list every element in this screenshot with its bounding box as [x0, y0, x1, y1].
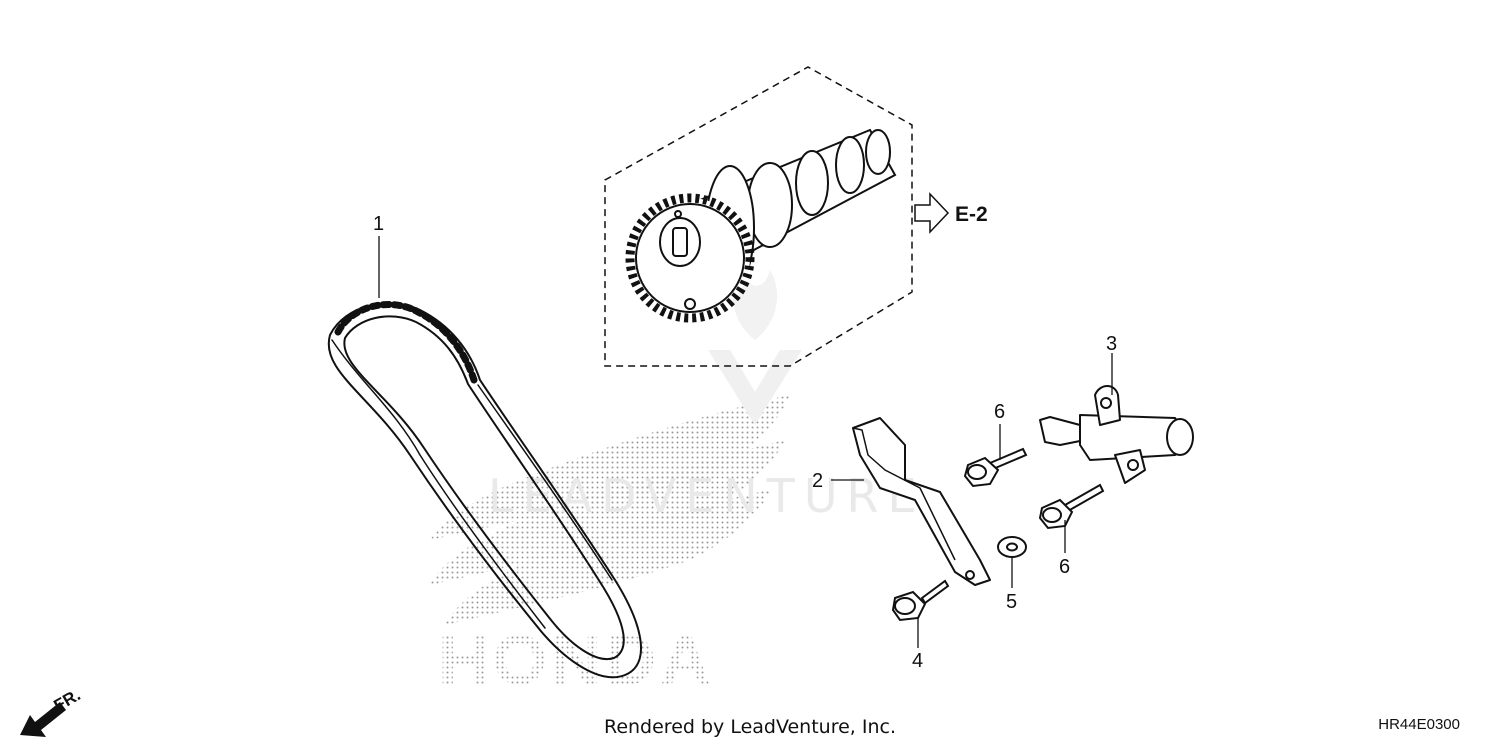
- callout-3[interactable]: 3: [1106, 333, 1117, 355]
- bolt-6-upper[interactable]: [963, 447, 1028, 488]
- leadventure-watermark-text: LEADVENTURE: [488, 469, 926, 523]
- cam-chain-guide[interactable]: [852, 417, 991, 586]
- reference-label: E-2: [955, 203, 988, 226]
- honda-watermark-text: HONDA: [438, 621, 715, 699]
- leader-lines: [378, 236, 1113, 648]
- cam-chain-tensioner[interactable]: [1039, 385, 1194, 484]
- callout-6-lower[interactable]: 6: [1059, 556, 1070, 578]
- callout-4[interactable]: 4: [912, 650, 923, 672]
- rendered-by-footer: Rendered by LeadVenture, Inc.: [603, 716, 897, 738]
- washer-5[interactable]: [997, 536, 1027, 558]
- reference-arrow-e2[interactable]: E-2: [914, 192, 988, 234]
- callout-6-upper[interactable]: 6: [994, 401, 1005, 423]
- callout-1[interactable]: 1: [373, 213, 384, 235]
- honda-wing-watermark: HONDA LEADVENTURE: [430, 270, 926, 699]
- callout-5[interactable]: 5: [1006, 591, 1017, 613]
- camshaft-assembly-outline: [604, 66, 913, 367]
- diagram-code: HR44E0300: [1378, 716, 1460, 733]
- camshaft-sprocket[interactable]: [625, 128, 897, 323]
- bolt-4[interactable]: [891, 579, 950, 622]
- cam-chain[interactable]: [327, 301, 642, 679]
- callout-2[interactable]: 2: [812, 470, 823, 492]
- bolt-6-lower[interactable]: [1038, 483, 1105, 530]
